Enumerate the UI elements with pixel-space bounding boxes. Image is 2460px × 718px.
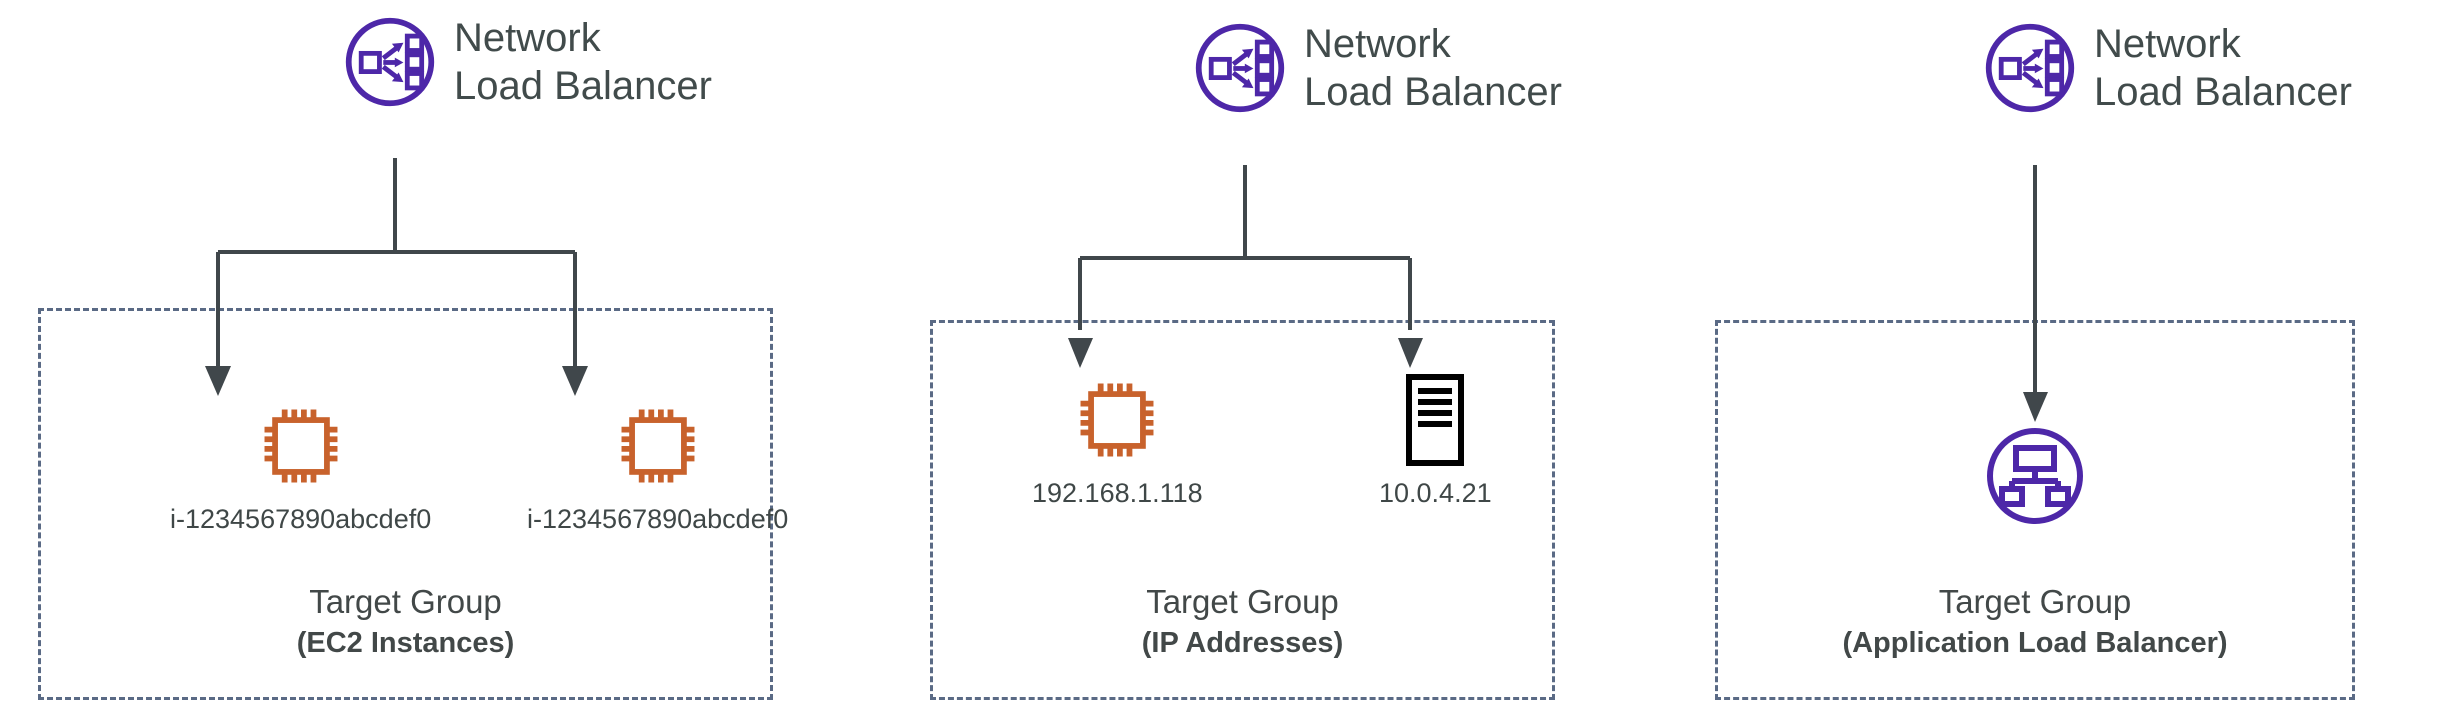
network-load-balancer-alb[interactable]: Network Load Balancer (1982, 20, 2352, 116)
network-load-balancer-icon (1982, 20, 2078, 116)
target-group-title: Target Group (1146, 583, 1339, 620)
network-load-balancer-label: Network Load Balancer (2094, 20, 2352, 116)
target-group-caption-ec2: Target Group (EC2 Instances) (38, 582, 773, 662)
target-group-box-ip (930, 320, 1555, 700)
network-load-balancer-label: Network Load Balancer (1304, 20, 1562, 116)
nlb-label-line2: Load Balancer (1304, 70, 1562, 114)
ec2-instance-icon (1069, 372, 1165, 468)
target-group-caption-ip: Target Group (IP Addresses) (930, 582, 1555, 662)
target-node-alb-1[interactable] (1983, 424, 2087, 538)
nlb-label-line1: Network (454, 16, 601, 60)
target-node-label: 192.168.1.118 (1032, 478, 1203, 508)
nlb-label-line1: Network (2094, 22, 2241, 66)
application-load-balancer-icon (1983, 424, 2087, 528)
ec2-instance-icon (610, 398, 706, 494)
target-node-label: i-1234567890abcdef0 (170, 504, 432, 534)
network-load-balancer-label: Network Load Balancer (454, 14, 712, 110)
nlb-label-line2: Load Balancer (454, 64, 712, 108)
target-node-label: i-1234567890abcdef0 (527, 504, 789, 534)
target-group-subtitle: (IP Addresses) (1141, 627, 1344, 660)
target-group-title: Target Group (309, 583, 502, 620)
network-load-balancer-icon (342, 14, 438, 110)
nlb-label-line1: Network (1304, 22, 1451, 66)
target-group-title: Target Group (1938, 583, 2132, 620)
server-icon (1404, 372, 1466, 468)
network-load-balancer-ip[interactable]: Network Load Balancer (1192, 20, 1562, 116)
panel-ip-addresses: Network Load Balancer 192.168.1.118 (880, 0, 1580, 718)
target-node-ec2-2[interactable]: i-1234567890abcdef0 (527, 398, 788, 535)
network-load-balancer-icon (1192, 20, 1288, 116)
target-group-subtitle: (Application Load Balancer) (1842, 627, 2228, 660)
target-group-caption-alb: Target Group (Application Load Balancer) (1715, 582, 2355, 662)
target-node-ip-2[interactable]: 10.0.4.21 (1379, 372, 1492, 509)
network-load-balancer-ec2[interactable]: Network Load Balancer (342, 14, 712, 110)
panel-ec2-instances: Network Load Balancer i-1234567890abcdef… (0, 0, 820, 718)
target-group-box-ec2 (38, 308, 773, 700)
ec2-instance-icon (253, 398, 349, 494)
target-node-ec2-1[interactable]: i-1234567890abcdef0 (170, 398, 431, 535)
target-node-label: 10.0.4.21 (1379, 478, 1492, 508)
target-group-subtitle: (EC2 Instances) (296, 627, 515, 660)
target-node-ip-1[interactable]: 192.168.1.118 (1032, 372, 1203, 509)
nlb-label-line2: Load Balancer (2094, 70, 2352, 114)
panel-application-load-balancer: Network Load Balancer Target Group (1660, 0, 2460, 718)
